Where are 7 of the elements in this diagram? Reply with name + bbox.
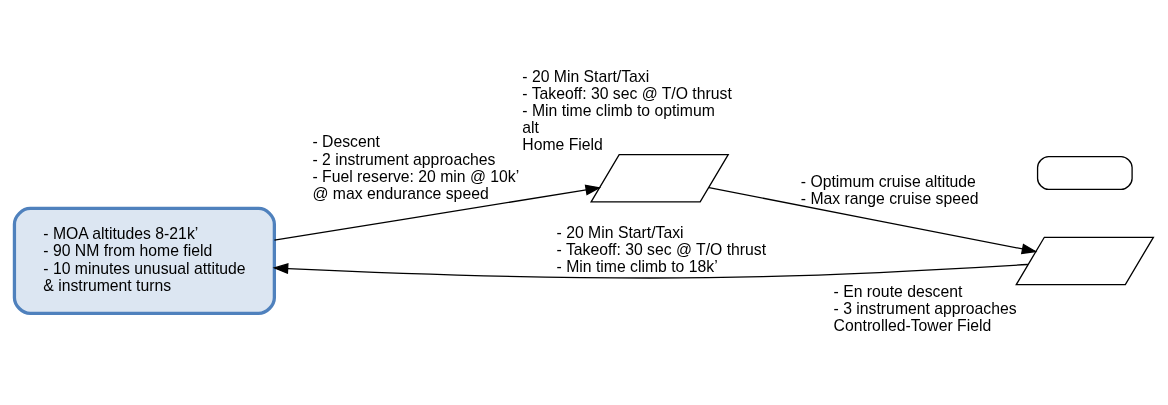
edge-label: - Optimum cruise altitude - Max range cruise speed bbox=[800, 172, 979, 207]
node-label: Home Field bbox=[522, 136, 603, 154]
node-label: - 20 Min Start/Taxi - Takeoff: 30 sec @ T/O thrust - Min time climb to optimum alt bbox=[522, 67, 732, 137]
edge-label: - Descent - 2 instrument approaches - Fuel reserve: 20 min @ 10k’ @ max endurance speed bbox=[312, 133, 520, 202]
node-label: - En route descent - 3 instrument approaches bbox=[833, 283, 1017, 318]
edge-label: - 20 Min Start/Taxi - Takeoff: 30 sec @ T/O thrust - Min time climb to 18k’ bbox=[556, 224, 767, 276]
node-label: Controlled-Tower Field bbox=[833, 317, 992, 335]
